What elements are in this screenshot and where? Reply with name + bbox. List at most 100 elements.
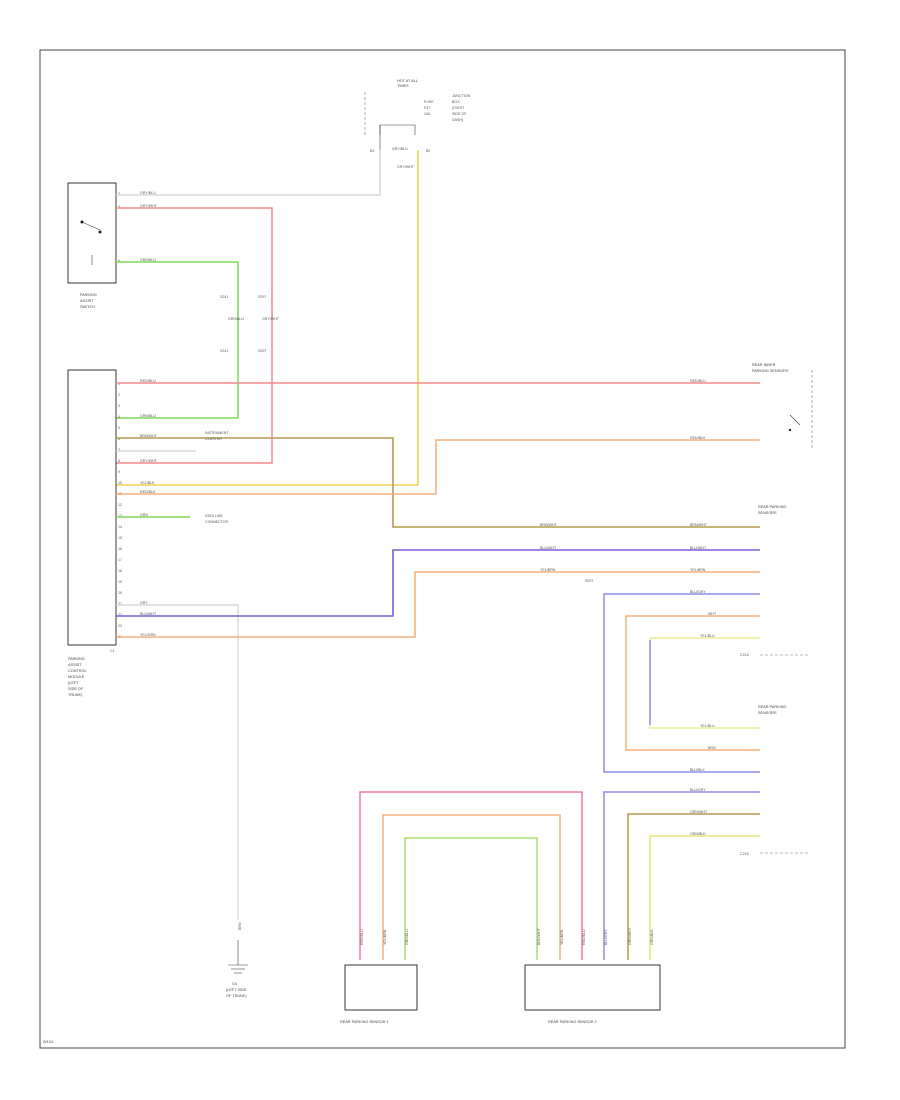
inner-mid-label-2a: REAR PARKING [758, 705, 786, 709]
pin-number: 5 [118, 426, 120, 430]
splice-low-b: S297 [258, 349, 266, 353]
wire-label-orange2-right: WHT [708, 612, 717, 616]
fuse-block: HOT AT ALL TIMES FUSE F37 10A JUNCTION B… [364, 79, 471, 169]
vlabel: BLU/GRY [604, 929, 608, 945]
junction-label-4: SIDE OF [452, 112, 467, 116]
right-connector-a: C214 [740, 653, 749, 657]
wire-label-orange-right-r: YEL/BRN [690, 568, 706, 572]
switch-label-2: ASSIST [80, 299, 94, 303]
sensor-1-label: REAR PARKING SENSOR 1 [340, 1020, 389, 1024]
pin-top-left: B1 [370, 149, 374, 153]
wire-blue-right [603, 593, 760, 773]
pin-number: 16 [118, 547, 122, 551]
wire-label-blue2-right: BLU/BLK [690, 768, 705, 772]
wire-label-brown3-right: GRN/WHT [690, 810, 708, 814]
pin-number: 4 [118, 415, 120, 419]
wire-label-orange-right-l: YEL/BRN [540, 568, 556, 572]
pin-number: 14 [118, 525, 122, 529]
vlabel: RED/BLU [360, 929, 364, 945]
module-pin-numbers: 1 2 3 4 5 6 7 8 9 10 11 12 13 14 15 16 1… [118, 382, 122, 639]
module-label-2: ASSIST [68, 663, 82, 667]
inner-top-label-2: PARKING SENSORS [752, 369, 789, 373]
ground-label-1: G4 [232, 982, 237, 986]
wire-blue-mod [116, 549, 760, 617]
wire-label-blue-right: BLU/GRY [690, 590, 706, 594]
pin-top-right: B2 [426, 149, 430, 153]
wire-label-sw-green: GRN/BLU [140, 258, 156, 262]
wire-label-blue-mod: BLU/WHT [140, 612, 157, 616]
wire-orange-bottom [382, 814, 561, 960]
wire-yellow-right [649, 637, 760, 729]
ground-label-2: (LEFT SIDE [226, 988, 247, 992]
splice-right: S297 [585, 579, 593, 583]
junction-label-3: (RIGHT [452, 106, 465, 110]
inner-top-label-1: REAR INNER [752, 363, 776, 367]
wire-label-green2-mod: GRN [140, 513, 148, 517]
wire-label-red2-mod: RED/BLK [140, 490, 156, 494]
vlabel: GRN/BLU [405, 929, 409, 945]
wire-label-red-main: RED/BLU [140, 379, 156, 383]
pin-number: 1 [118, 382, 120, 386]
splice-low-a: S241 [220, 349, 228, 353]
right-connector-b: C215 [740, 852, 749, 856]
instrument-label-2: CLUSTER [205, 437, 222, 441]
splice-mid-b: GRY/WHT [262, 317, 280, 321]
sw-pin-a: 2 [118, 192, 120, 196]
sw-pin-b: 3 [118, 205, 120, 209]
switch-label-1: PARKING [80, 293, 97, 297]
wire-label-top-b: GRY/WHT [397, 165, 415, 169]
wire-label-orange-mod: YEL/GRN [140, 633, 156, 637]
pin-number: 2 [118, 393, 120, 397]
vlabel: YEL/BRN [560, 929, 564, 945]
data-link-label-2: CONNECTOR [205, 520, 228, 524]
pin-number: 22 [118, 613, 122, 617]
module-label-7: TRUNK) [68, 693, 83, 697]
splice-mid-a: GRN/BLU [228, 317, 244, 321]
wire-label-red-main-r: RED/BLU [690, 379, 706, 383]
pin-number: 3 [118, 404, 120, 408]
wire-brown-mod [116, 437, 760, 528]
vlabel: BRN/WHT [537, 927, 541, 945]
wire-blue3-right [603, 791, 760, 960]
fuse-label-1: HOT AT ALL [397, 79, 418, 83]
instrument-label-1: INSTRUMENT [205, 431, 229, 435]
inner-mid-label-1b: SENSORS [758, 511, 777, 515]
module-label-3: CONTROL [68, 669, 87, 673]
fuse-label-4: F37 [424, 106, 430, 110]
pin-number: 23 [118, 624, 122, 628]
wire-red-bottom [359, 791, 583, 960]
module-label-4: MODULE [68, 675, 85, 679]
pin-number: 18 [118, 569, 122, 573]
vlabel: GRN/BLK [650, 929, 654, 945]
wire-label-orange3-right: BRN [708, 746, 716, 750]
pin-number: 6 [118, 437, 120, 441]
wire-switch-green [116, 261, 239, 419]
module-label-5: (LEFT [68, 681, 79, 685]
wire-label-green-mod: GRN/BLU [140, 414, 156, 418]
wire-label-gray2-mod: GRY [140, 601, 148, 605]
module-label-6: SIDE OF [68, 687, 84, 691]
wire-red2-mod [116, 439, 760, 495]
ground-symbol: G4 (LEFT SIDE OF TRUNK) [226, 940, 248, 998]
wire-label-sw-b: GRY/WHT [140, 204, 158, 208]
wire-label-yellow-right: YEL/BLU [700, 634, 715, 638]
wire-orange2-right [625, 615, 760, 751]
module-label-1: PARKING [68, 657, 85, 661]
module-connector: C1 [110, 649, 115, 653]
vlabel: GRN/WHT [628, 927, 632, 945]
wire-label-purple-right-r: BLU/WHT [690, 546, 707, 550]
wire-label-blue3-right: BLU/GRY [690, 788, 706, 792]
wire-label-brown-right-l: BRN/WHT [540, 523, 558, 527]
rear-parking-sensor-1: REAR PARKING SENSOR 1 [340, 964, 418, 1024]
vlabel: YEL/BRN [383, 929, 387, 945]
pin-number: 15 [118, 536, 122, 540]
wire-label-sw-a: GRY/BLU [140, 191, 156, 195]
junction-label-5: DASH) [452, 118, 463, 122]
pin-number: 9 [118, 470, 120, 474]
ground-label-3: OF TRUNK) [226, 994, 247, 998]
pin-number: 13 [118, 514, 122, 518]
wire-brown3-right [627, 813, 760, 960]
wire-switch-red [116, 207, 273, 464]
wire-label-brown-right-r: BRN/WHT [690, 523, 708, 527]
